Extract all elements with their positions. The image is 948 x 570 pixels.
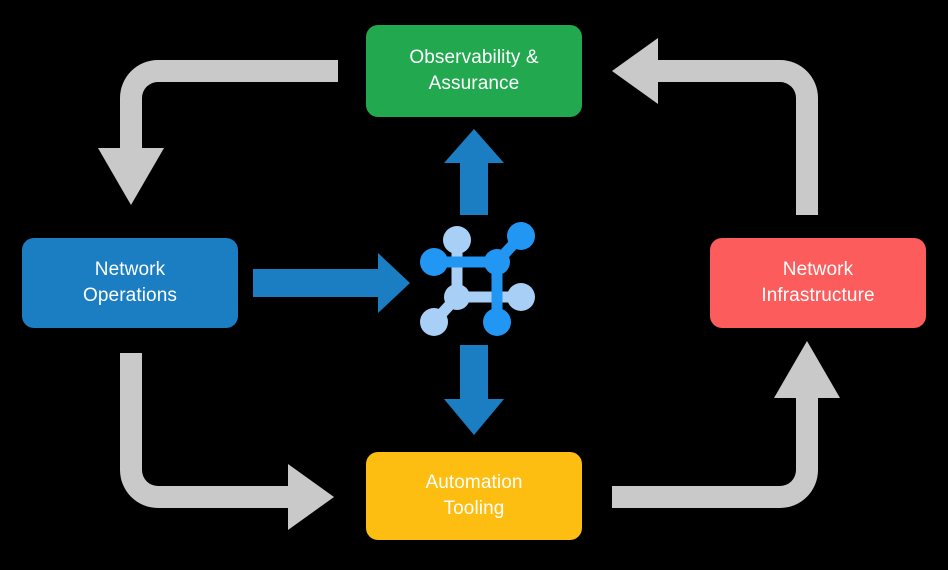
arrow-center-to-observability <box>444 129 504 215</box>
arrow-infrastructure-to-observability <box>612 38 818 215</box>
node-box-network-operations[interactable]: Network Operations <box>22 238 238 328</box>
arrow-operations-to-center <box>253 253 410 313</box>
network-mesh-icon-nodes <box>420 222 535 336</box>
arrow-center-to-automation <box>444 345 504 435</box>
arrow-observability-to-operations <box>98 60 338 205</box>
node-box-observability[interactable]: Observability & Assurance <box>366 25 582 117</box>
node-box-network-infrastructure[interactable]: Network Infrastructure <box>710 238 926 328</box>
node-box-automation-tooling[interactable]: Automation Tooling <box>366 452 582 540</box>
arrow-automation-to-infrastructure <box>612 341 840 508</box>
arrow-operations-to-automation <box>120 353 334 530</box>
